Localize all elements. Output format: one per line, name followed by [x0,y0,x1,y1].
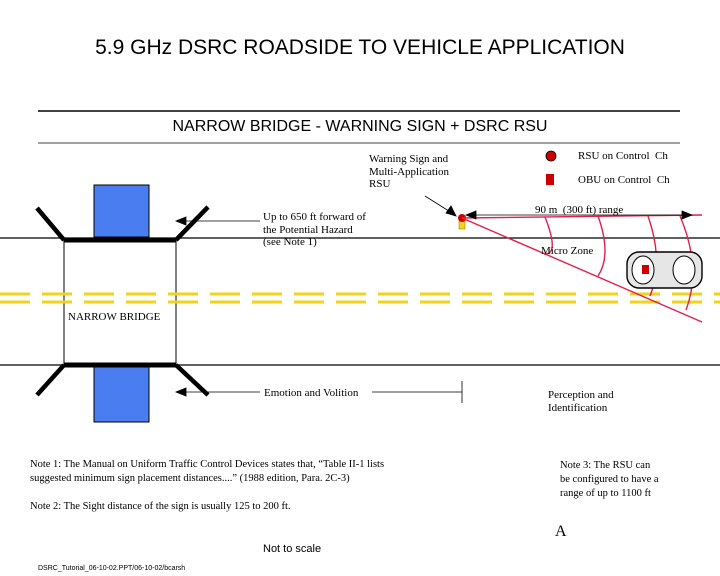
legend-obu-label: OBU on Control Ch [578,174,670,186]
sign-pointer-arrow [424,195,457,217]
forward-distance-arrow [174,216,260,226]
forward-distance-label: Up to 650 ft forward of the Potential Ha… [263,211,366,248]
warning-sign-label: Warning Sign and Multi-Application RSU [369,153,450,190]
diagram-subtitle: NARROW BRIDGE - WARNING SIGN + DSRC RSU [172,118,548,135]
bridge-water-top [93,184,150,238]
page-title: 5.9 GHz DSRC ROADSIDE TO VEHICLE APPLICA… [95,36,625,59]
wing-wall-tr [174,205,210,242]
emotion-arrow [174,387,260,397]
footer-file-path: DSRC_Tutorial_06-10-02.PPT/06-10-02/bcar… [38,565,186,572]
range-label: 90 m (300 ft) range [535,204,624,216]
micro-zone-label: Micro Zone [541,245,594,257]
annotation-letter-a: A [555,523,567,540]
legend-rsu-label: RSU on Control Ch [578,150,668,162]
micro-zone-coverage [461,214,703,323]
note-2: Note 2: The Sight distance of the sign i… [30,501,291,512]
narrow-bridge-label: NARROW BRIDGE [68,311,161,323]
bridge-water-bottom [93,366,150,423]
bridge-deck [63,239,177,366]
note-3: Note 3: The RSU can be configured to hav… [560,460,659,499]
legend-obu-marker [546,174,554,185]
obu-marker [642,265,649,274]
wing-wall-br [174,363,210,397]
scale-note: Not to scale [263,543,322,555]
note-1: Note 1: The Manual on Uniform Traffic Co… [30,459,385,484]
emotion-volition-label: Emotion and Volition [264,387,359,399]
vehicle [626,251,703,289]
range-arrow [464,210,694,220]
wing-wall-bl [35,363,66,397]
perception-label: Perception and Identification [548,389,614,414]
perception-bracket [372,381,463,403]
legend-rsu-marker [545,150,557,162]
wing-wall-tl [35,206,66,242]
